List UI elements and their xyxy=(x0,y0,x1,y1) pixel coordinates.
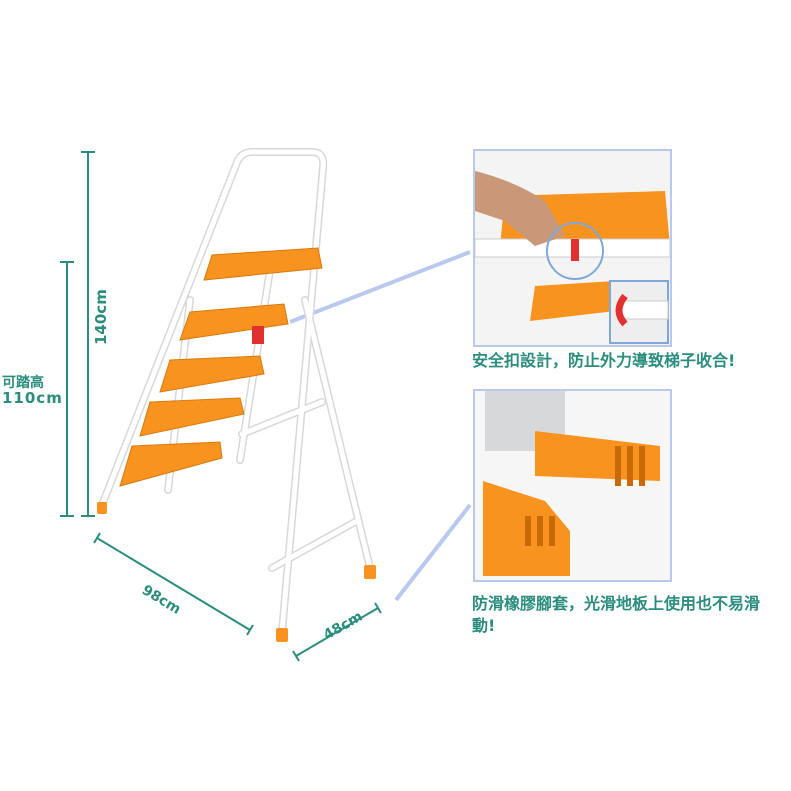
safety-latch xyxy=(252,326,264,344)
total-height-label: 140cm xyxy=(92,289,110,345)
connector-line xyxy=(394,503,472,602)
ladder-feet xyxy=(97,502,376,642)
step-height-value: 110cm xyxy=(2,389,63,407)
safety-latch-photo xyxy=(473,149,672,347)
rubber-foot-caption: 防滑橡膠腳套，光滑地板上使用也不易滑動! xyxy=(472,594,761,635)
safety-latch-caption: 安全扣設計，防止外力導致梯子收合! xyxy=(472,351,736,370)
step-height-label: 可踏高 xyxy=(2,375,44,391)
rubber-foot-photo xyxy=(473,389,672,582)
dimension-lines xyxy=(60,151,382,662)
ladder-steps xyxy=(119,247,323,487)
connector-line xyxy=(289,250,471,324)
